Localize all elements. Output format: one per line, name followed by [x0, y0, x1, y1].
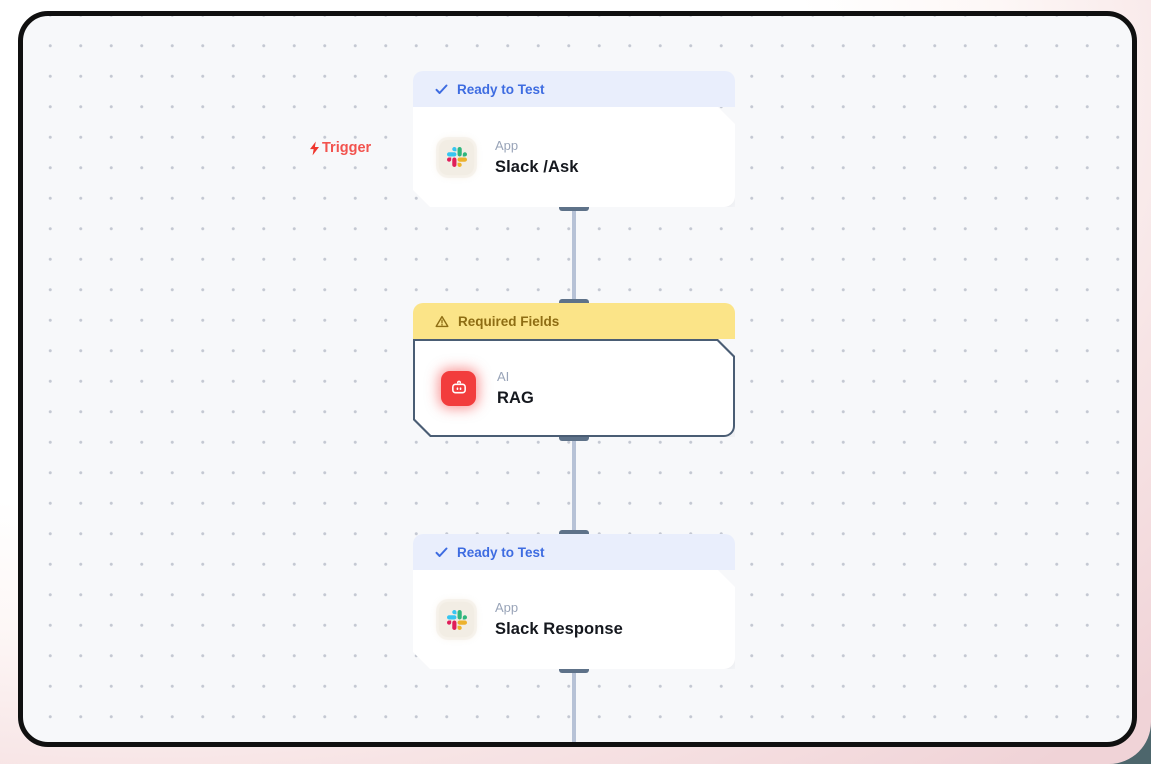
status-badge-label: Required Fields: [458, 313, 560, 329]
lightning-icon: [310, 141, 319, 155]
node-title: Slack Response: [495, 620, 623, 638]
node-card[interactable]: App Slack /Ask: [413, 107, 735, 207]
status-badge-ready: Ready to Test: [413, 71, 735, 107]
status-badge-ready: Ready to Test: [413, 534, 735, 570]
connector-line-1: [572, 207, 576, 303]
workflow-node-rag[interactable]: Required Fields AI RAG: [413, 303, 735, 437]
connector-line-3: [572, 669, 576, 742]
trigger-label-text: Trigger: [322, 140, 372, 156]
check-icon: [435, 547, 448, 557]
slack-icon: [439, 140, 474, 175]
node-card-outline: AI RAG: [413, 339, 735, 437]
node-category: AI: [497, 368, 510, 384]
trigger-label: Trigger: [308, 140, 371, 156]
workflow-node-slack-ask[interactable]: Ready to Test App Slack /Ask: [413, 71, 735, 207]
node-card[interactable]: App Slack Response: [413, 570, 735, 669]
connector-port-out-1[interactable]: [559, 203, 589, 211]
connector-line-2: [572, 437, 576, 534]
node-title: RAG: [497, 388, 534, 407]
workflow-node-slack-response[interactable]: Ready to Test App Slack Response: [413, 534, 735, 669]
workflow-canvas-frame: Trigger Ready to Test: [18, 11, 1137, 747]
connector-port-out-2[interactable]: [559, 433, 589, 441]
workflow-canvas[interactable]: Trigger Ready to Test: [23, 16, 1132, 742]
slack-icon: [439, 602, 474, 637]
node-card[interactable]: AI RAG: [415, 341, 733, 435]
robot-icon: [441, 371, 476, 406]
status-badge-label: Ready to Test: [457, 544, 545, 560]
node-category: App: [495, 600, 519, 615]
warning-icon: [435, 315, 449, 327]
status-badge-label: Ready to Test: [457, 81, 545, 97]
status-badge-warning: Required Fields: [413, 303, 735, 339]
node-category: App: [495, 137, 519, 153]
node-title: Slack /Ask: [495, 157, 579, 176]
connector-port-out-3[interactable]: [559, 665, 589, 673]
check-icon: [435, 84, 448, 94]
